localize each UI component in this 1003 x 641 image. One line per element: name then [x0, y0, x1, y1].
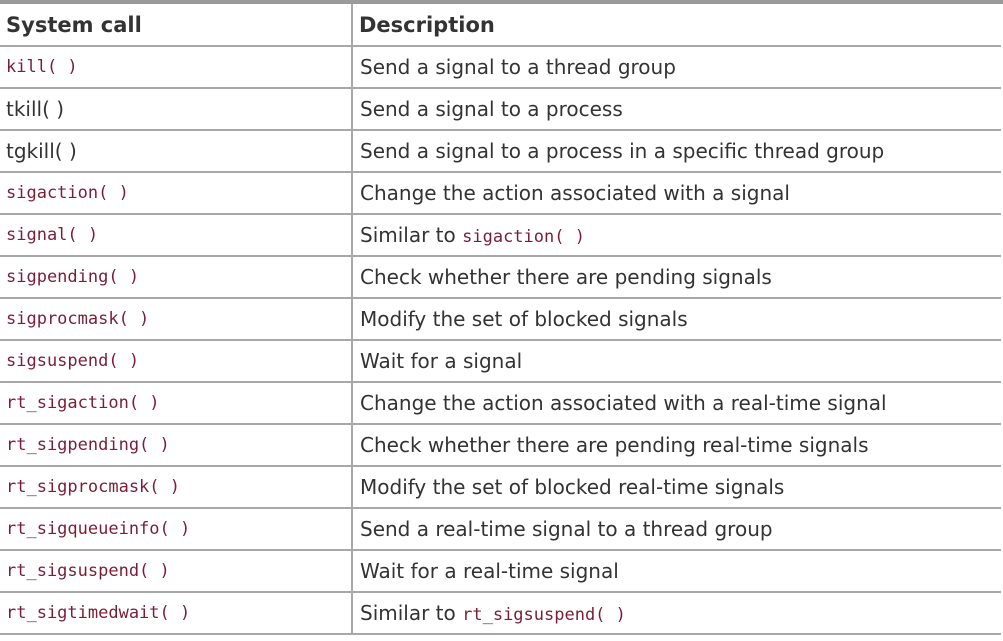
- table-row: sigprocmask( ) Modify the set of blocked …: [0, 298, 1001, 341]
- table-row: signal( )Similar to sigaction( ): [0, 214, 1001, 257]
- system-call-name: rt_sigaction( ): [0, 382, 352, 425]
- system-call-name: rt_sigqueueinfo( ): [0, 508, 352, 551]
- system-call-name: sigpending( ): [0, 256, 352, 299]
- table-row: rt_sigqueueinfo( ) Send a real-time signa…: [0, 508, 1001, 551]
- table-row: rt_sigaction( ) Change the action associa…: [0, 382, 1001, 425]
- system-call-name: rt_sigprocmask( ): [0, 466, 352, 509]
- description-text: Send a signal to a thread group: [360, 55, 676, 79]
- system-call-name: signal( ): [0, 214, 352, 257]
- system-call-description: Similar to rt_sigsuspend( ): [351, 592, 1001, 635]
- table-row: tkill( ) Send a signal to a process: [0, 88, 1001, 131]
- description-text: Send a real-time signal to a thread grou…: [360, 517, 773, 541]
- description-text: Send a signal to a process: [360, 97, 623, 121]
- system-call-description: Wait for a signal: [351, 340, 1001, 383]
- description-text: Wait for a signal: [360, 349, 523, 373]
- system-call-description: Wait for a real-time signal: [351, 550, 1001, 593]
- description-text: Check whether there are pending signals: [360, 265, 772, 289]
- system-call-description: Send a real-time signal to a thread grou…: [351, 508, 1001, 551]
- system-call-description: Modify the set of blocked real-time sign…: [351, 466, 1001, 509]
- table-row: rt_sigpending( ) Check whether there are …: [0, 424, 1001, 467]
- system-call-description: Modify the set of blocked signals: [351, 298, 1001, 341]
- table-body: kill( ) Send a signal to a thread group tk…: [0, 46, 1001, 635]
- table-header-row: System call Description: [0, 4, 1001, 47]
- description-text: Modify the set of blocked signals: [360, 307, 688, 331]
- system-call-description: Check whether there are pending real-tim…: [351, 424, 1001, 467]
- description-text: Change the action associated with a sign…: [360, 181, 790, 205]
- system-call-description: Send a signal to a thread group: [351, 46, 1001, 89]
- system-call-name: tkill( ): [0, 88, 352, 131]
- system-call-name: sigsuspend( ): [0, 340, 352, 383]
- table-row: rt_sigtimedwait( )Similar to rt_sigsuspe…: [0, 592, 1001, 635]
- table-row: sigsuspend( ) Wait for a signal: [0, 340, 1001, 383]
- description-code-ref: rt_sigsuspend( ): [462, 605, 626, 625]
- system-call-name: sigprocmask( ): [0, 298, 352, 341]
- system-call-table: System call Description kill( ) Send a si…: [0, 4, 1001, 635]
- description-text: Send a signal to a process in a specific…: [360, 139, 885, 163]
- top-rule: [0, 0, 1003, 4]
- description-text: Check whether there are pending real-tim…: [360, 433, 869, 457]
- system-call-description: Send a signal to a process in a specific…: [351, 130, 1001, 173]
- system-call-name: kill( ): [0, 46, 352, 89]
- system-call-description: Change the action associated with a real…: [351, 382, 1001, 425]
- column-header-description: Description: [351, 4, 1001, 47]
- description-text: Similar to: [360, 223, 463, 247]
- system-call-description: Change the action associated with a sign…: [351, 172, 1001, 215]
- system-call-name: rt_sigsuspend( ): [0, 550, 352, 593]
- description-code-ref: sigaction( ): [462, 227, 585, 247]
- system-call-name: rt_sigtimedwait( ): [0, 592, 352, 635]
- system-call-description: Similar to sigaction( ): [351, 214, 1001, 257]
- description-text: Similar to: [360, 601, 463, 625]
- description-text: Change the action associated with a real…: [360, 391, 887, 415]
- table-row: rt_sigsuspend( ) Wait for a real-time sig…: [0, 550, 1001, 593]
- description-text: Wait for a real-time signal: [360, 559, 619, 583]
- system-call-description: Send a signal to a process: [351, 88, 1001, 131]
- table-row: kill( ) Send a signal to a thread group: [0, 46, 1001, 89]
- system-call-name: rt_sigpending( ): [0, 424, 352, 467]
- table-row: sigaction( ) Change the action associated…: [0, 172, 1001, 215]
- system-call-name: sigaction( ): [0, 172, 352, 215]
- table-row: rt_sigprocmask( ) Modify the set of block…: [0, 466, 1001, 509]
- description-text: Modify the set of blocked real-time sign…: [360, 475, 785, 499]
- table-row: sigpending( ) Check whether there are pen…: [0, 256, 1001, 299]
- column-header-system-call: System call: [0, 4, 352, 47]
- table-row: tgkill( ) Send a signal to a process in a…: [0, 130, 1001, 173]
- system-call-description: Check whether there are pending signals: [351, 256, 1001, 299]
- system-call-name: tgkill( ): [0, 130, 352, 173]
